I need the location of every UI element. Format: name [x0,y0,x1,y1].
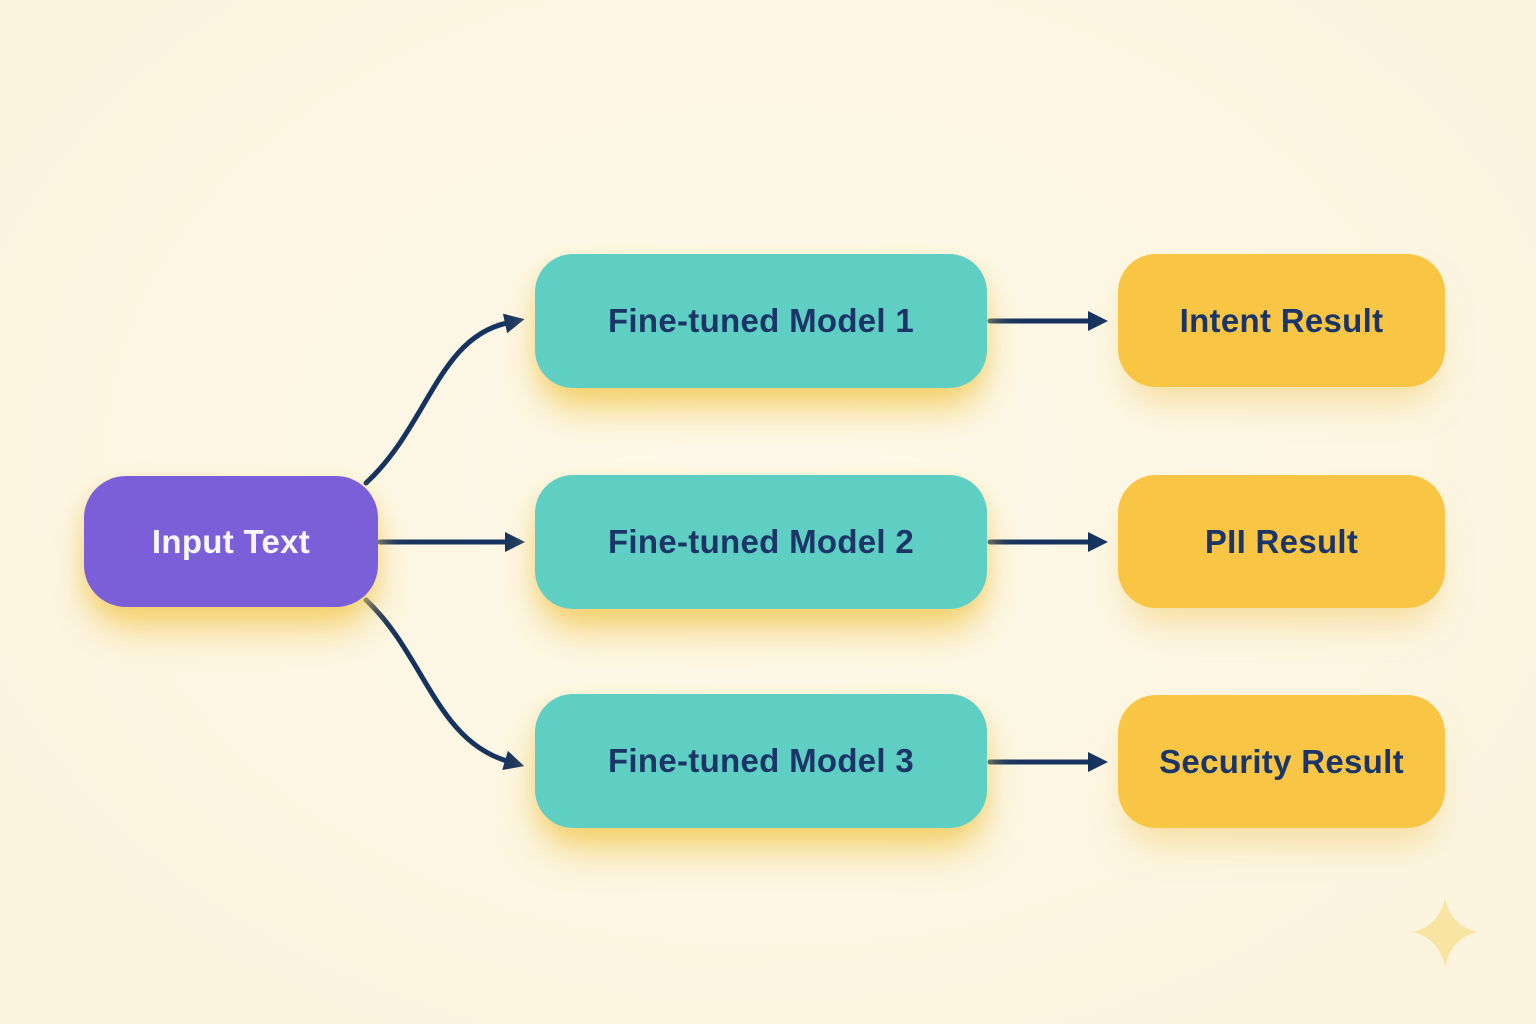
security-result-node: Security Result [1118,695,1445,828]
model-2-node: Fine-tuned Model 2 [535,475,987,609]
input-text-label: Input Text [151,522,311,560]
edge-input-to-model3 [363,597,525,771]
intent-result-label: Intent Result [1179,301,1384,339]
model-1-label: Fine-tuned Model 1 [607,302,915,339]
intent-result-node: Intent Result [1118,254,1445,387]
input-text-node: Input Text [84,476,378,607]
model-2-label: Fine-tuned Model 2 [607,523,915,560]
sparkle-icon [1412,898,1478,967]
pii-result-label: PII Result [1204,522,1359,560]
model-3-label: Fine-tuned Model 3 [607,742,915,779]
edge-input-to-model1 [363,313,525,486]
model-3-node: Fine-tuned Model 3 [535,694,987,828]
model-1-node: Fine-tuned Model 1 [535,254,987,388]
pii-result-node: PII Result [1118,475,1445,608]
security-result-label: Security Result [1159,742,1404,780]
